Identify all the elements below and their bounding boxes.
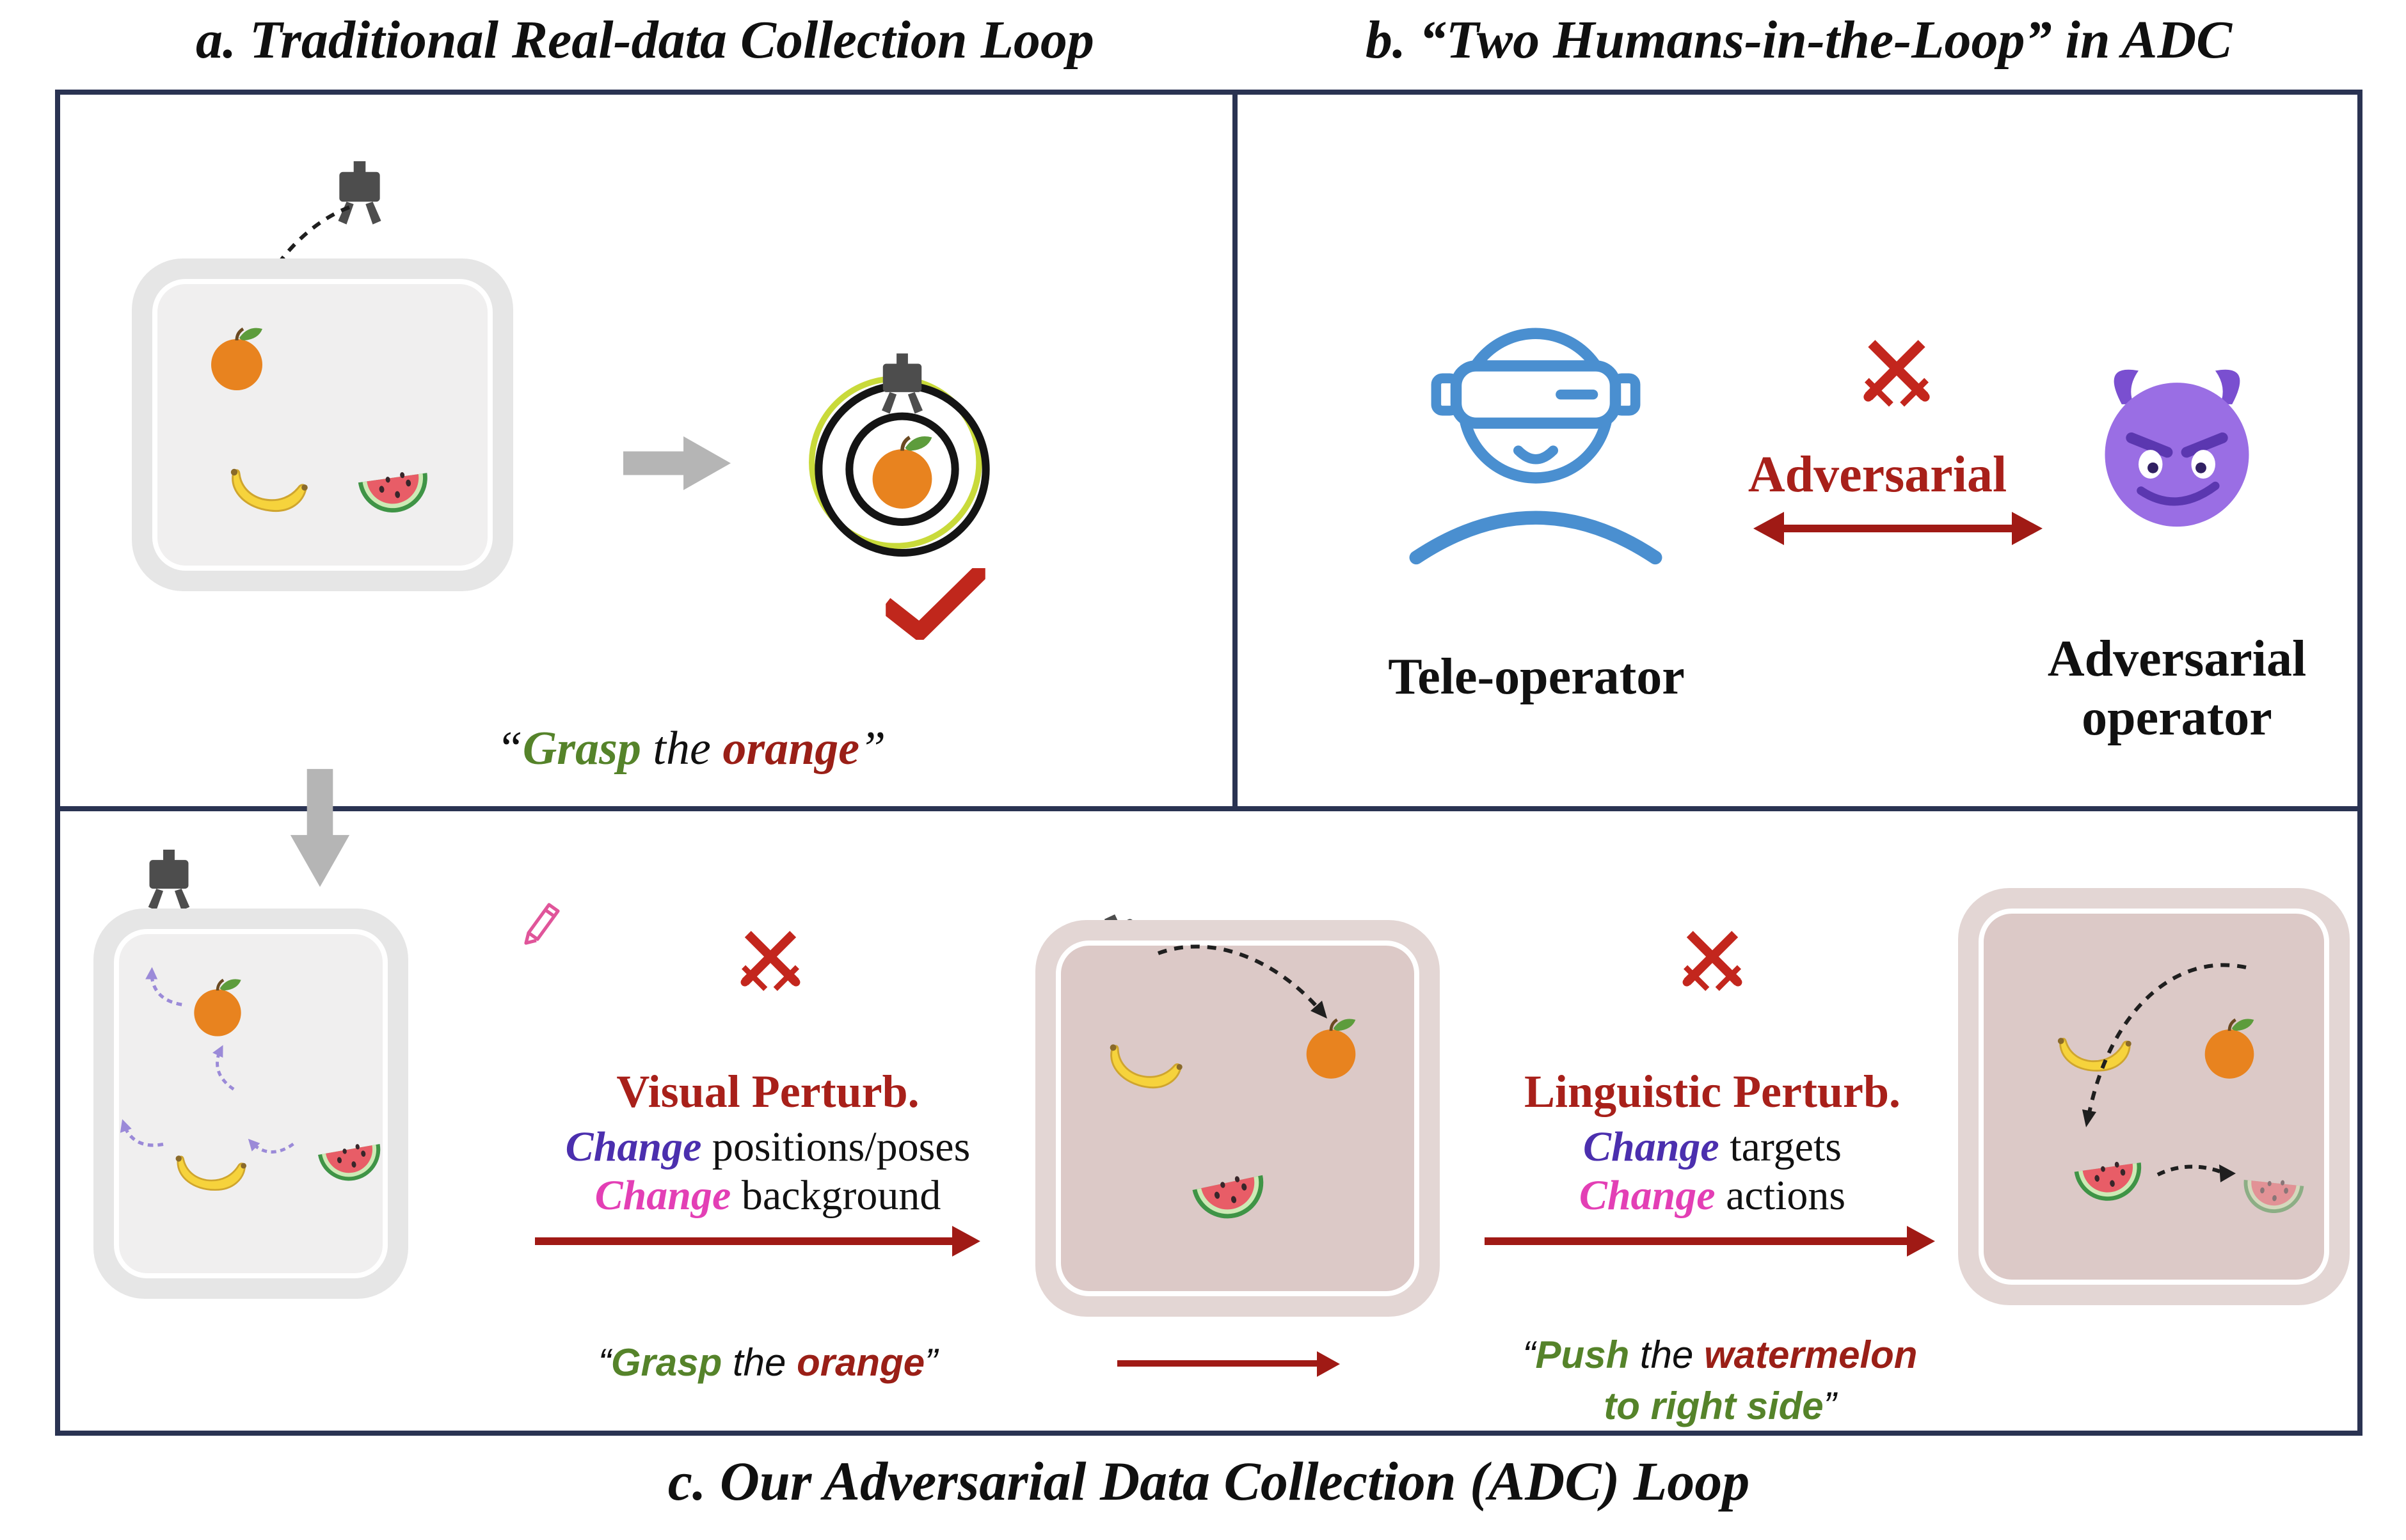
teleoperator-label: Tele-operator <box>1388 647 1685 705</box>
arrow-head-right <box>952 1226 980 1257</box>
instruction-object: orange <box>722 723 860 775</box>
bin-surface <box>152 279 493 571</box>
arrow-head-right <box>2012 512 2043 545</box>
linguistic-perturbation-block: Linguistic Perturb. Change targets Chang… <box>1462 1065 1963 1221</box>
push-dashed-arrow <box>2156 1164 2236 1182</box>
arrow-shaft <box>1776 525 2020 532</box>
change-word: Change <box>594 1173 731 1219</box>
perturb-flow-arrow <box>535 1226 980 1257</box>
instruction-line1: “Push the watermelon <box>1464 1331 1976 1382</box>
line-rest: targets <box>1719 1125 1842 1171</box>
orange-icon <box>189 974 246 1038</box>
visual-perturb-line2: Change background <box>522 1172 1014 1221</box>
trajectory-dashed-arrow <box>2082 963 2247 1127</box>
flow-arrow-down-icon <box>289 768 351 888</box>
linguistic-perturb-line2: Change actions <box>1462 1172 1963 1221</box>
close-quote: ” <box>859 723 886 775</box>
gripper-icon <box>141 850 197 916</box>
checkmark-icon <box>886 568 985 640</box>
figure-frame <box>55 90 2362 1436</box>
perturb-flow-arrow <box>1485 1226 1935 1257</box>
open-quote: “ <box>496 723 523 775</box>
horizontal-divider <box>55 806 2362 811</box>
change-word: Change <box>565 1125 702 1171</box>
open-quote: “ <box>1522 1335 1536 1377</box>
workspace-bin-perturbed <box>93 909 408 1299</box>
visual-perturb-line1: Change positions/poses <box>522 1123 1014 1172</box>
adversarial-label: Adversarial <box>1748 445 2007 503</box>
panel-b-title: b. “Two Humans-in-the-Loop” in ADC <box>1365 12 2233 70</box>
instruction-middle: the <box>1629 1335 1704 1377</box>
line-rest: background <box>731 1173 941 1219</box>
close-quote: ” <box>1823 1386 1836 1428</box>
visual-perturb-heading: Visual Perturb. <box>616 1066 920 1117</box>
banana-icon <box>227 454 308 516</box>
instruction-flow-arrow <box>1117 1351 1340 1377</box>
instruction-middle: the <box>641 723 723 775</box>
arrow-shaft <box>535 1237 955 1245</box>
bin-surface <box>114 929 388 1278</box>
linguistic-perturb-line1: Change targets <box>1462 1123 1963 1172</box>
panel-a-title: a. Traditional Real-data Collection Loop <box>196 12 1094 70</box>
close-quote: ” <box>925 1342 938 1385</box>
flow-arrow-right-icon <box>623 435 731 491</box>
change-word: Change <box>1579 1173 1716 1219</box>
bin-surface <box>1056 941 1419 1296</box>
instruction-verb: Grasp <box>522 723 641 775</box>
instruction-middle: the <box>722 1342 797 1385</box>
instruction-line2: to right side” <box>1464 1382 1976 1433</box>
perturb-arrow-icon <box>142 965 191 1013</box>
success-target-icon <box>796 353 1008 578</box>
arrow-head-left <box>1753 512 1784 545</box>
workspace-bin <box>132 258 513 591</box>
instruction-caption-after: “Push the watermelon to right side” <box>1464 1331 1976 1433</box>
arrow-shaft <box>1117 1360 1319 1367</box>
watermelon-icon <box>351 452 438 526</box>
vertical-divider <box>1232 90 1238 809</box>
adversarial-double-arrow <box>1753 512 2043 545</box>
line-rest: actions <box>1715 1173 1846 1219</box>
adversarial-operator-label: Adversarial operator <box>1981 630 2373 747</box>
bin-surface <box>1979 909 2329 1285</box>
adversarial-operator-line2: operator <box>2082 688 2272 746</box>
workspace-bin-new-background <box>1035 920 1440 1317</box>
arrow-head-right <box>1907 1226 1935 1257</box>
open-quote: “ <box>598 1342 611 1385</box>
arrow-shaft <box>1485 1237 1909 1245</box>
instruction-verb: Push <box>1535 1335 1630 1377</box>
trajectory-dashed-arrow <box>1157 944 1327 1019</box>
visual-perturbation-block: Visual Perturb. Change positions/poses C… <box>522 1065 1014 1221</box>
devil-icon <box>2081 348 2273 535</box>
linguistic-perturb-heading: Linguistic Perturb. <box>1524 1066 1900 1117</box>
instruction-tail: to right side <box>1604 1386 1824 1428</box>
instruction-caption-before: “Grasp the orange” <box>545 1338 991 1390</box>
crossed-swords-icon <box>736 929 805 998</box>
arrow-head-right <box>1317 1351 1340 1377</box>
instruction-caption-a: “Grasp the orange” <box>384 722 998 777</box>
banana-icon <box>170 1135 250 1199</box>
pencil-icon <box>514 896 571 952</box>
instruction-object: orange <box>797 1342 925 1385</box>
adversarial-operator-line1: Adversarial <box>2047 630 2307 687</box>
panel-c-title: c. Our Adversarial Data Collection (ADC)… <box>667 1452 1750 1512</box>
change-word: Change <box>1583 1125 1719 1171</box>
instruction-object: watermelon <box>1704 1335 1918 1377</box>
orange-icon <box>206 322 267 392</box>
crossed-swords-icon <box>1678 929 1747 998</box>
line-rest: positions/poses <box>701 1125 971 1171</box>
vr-teleoperator-icon <box>1399 289 1673 573</box>
watermelon-icon <box>2067 1143 2151 1213</box>
crossed-swords-icon <box>1858 338 1935 415</box>
instruction-verb: Grasp <box>610 1342 722 1385</box>
workspace-bin-final <box>1958 888 2350 1305</box>
